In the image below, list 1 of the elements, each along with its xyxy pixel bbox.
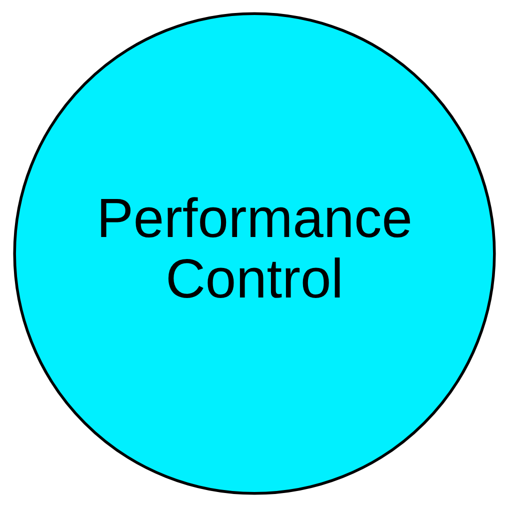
node-circle: Performance Control <box>12 12 496 495</box>
